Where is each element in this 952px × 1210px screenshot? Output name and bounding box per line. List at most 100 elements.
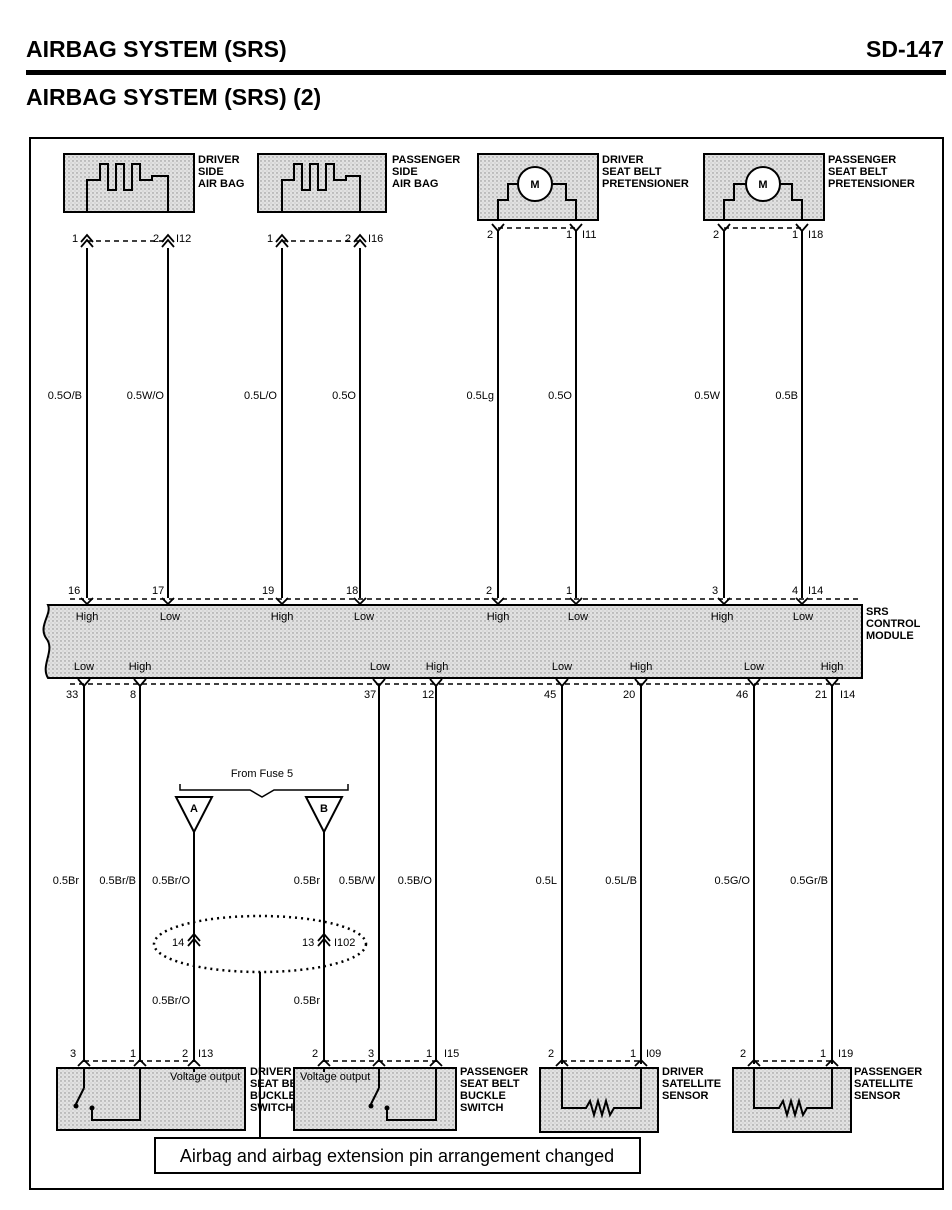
pin-number: 17 bbox=[152, 585, 164, 597]
bottom-wire-labels: 0.5Br 0.5Br/B 0.5B/W 0.5B/O 0.5L 0.5L/B … bbox=[53, 875, 828, 887]
pin-number: 37 bbox=[364, 689, 376, 701]
module-label: MODULE bbox=[866, 630, 914, 642]
passenger-side-air-bag: PASSENGER SIDE AIR BAG bbox=[257, 153, 460, 213]
pin-number: 1 bbox=[566, 229, 572, 241]
pin-number: 1 bbox=[426, 1048, 432, 1060]
connector-id: I14 bbox=[840, 689, 855, 701]
pin-number: 12 bbox=[422, 689, 434, 701]
component-label: SATELLITE bbox=[662, 1078, 721, 1090]
pin-number: 20 bbox=[623, 689, 635, 701]
wire-label: 0.5W bbox=[694, 390, 720, 402]
wire-label: 0.5L bbox=[536, 875, 557, 887]
passenger-satellite-sensor: PASSENGER SATELLITE SENSOR bbox=[732, 1066, 922, 1133]
level-label: Low bbox=[354, 611, 374, 623]
pin-number: 1 bbox=[792, 229, 798, 241]
diagram-frame bbox=[29, 137, 944, 1190]
page-number: SD-147 bbox=[866, 36, 944, 62]
callout-box: Airbag and airbag extension pin arrangem… bbox=[154, 1137, 641, 1174]
component-label: AIR BAG bbox=[198, 178, 244, 190]
component-label: SEAT BELT bbox=[602, 166, 662, 178]
page-title: AIRBAG SYSTEM (SRS) bbox=[26, 36, 287, 62]
wire-label: 0.5B bbox=[775, 390, 798, 402]
bottom-connectors: 3 1 2 I13 2 3 1 I15 2 1 I09 2 1 I19 bbox=[70, 1048, 853, 1067]
fuse-label: From Fuse 5 bbox=[231, 768, 293, 780]
level-label: Low bbox=[744, 661, 764, 673]
level-label: Low bbox=[74, 661, 94, 673]
component-label: BUCKLE bbox=[460, 1090, 506, 1102]
driver-seat-belt-buckle-switch: Voltage output DRIVER SEAT BELT BUCKLE S… bbox=[56, 1066, 310, 1131]
voltage-output-note: Voltage output bbox=[170, 1071, 240, 1083]
pin-number: 2 bbox=[548, 1048, 554, 1060]
connector-id: I14 bbox=[808, 585, 823, 597]
component-label: DRIVER bbox=[250, 1066, 292, 1078]
component-label: DRIVER bbox=[662, 1066, 704, 1078]
voltage-output-note: Voltage output bbox=[300, 1071, 370, 1083]
wire-label: 0.5O/B bbox=[48, 390, 82, 402]
pin-number: 21 bbox=[815, 689, 827, 701]
wire-label: 0.5Br bbox=[53, 875, 80, 887]
wire-label: 0.5O bbox=[548, 390, 572, 402]
component-label: SATELLITE bbox=[854, 1078, 913, 1090]
connector-id: I19 bbox=[838, 1048, 853, 1060]
bottom-wires bbox=[83, 686, 833, 1064]
pin-number: 1 bbox=[72, 233, 78, 245]
pin-number: 2 bbox=[486, 585, 492, 597]
pin-number: 1 bbox=[820, 1048, 826, 1060]
header-rule bbox=[26, 70, 946, 75]
module-top-pins: 16 17 19 18 2 1 3 4 I14 bbox=[68, 585, 862, 606]
pin-number: 2 bbox=[713, 229, 719, 241]
component-label: SEAT BELT bbox=[828, 166, 888, 178]
connector-id: I11 bbox=[582, 229, 596, 241]
wire-label: 0.5B/W bbox=[339, 875, 376, 887]
component-label: PRETENSIONER bbox=[602, 178, 689, 190]
level-label: Low bbox=[370, 661, 390, 673]
component-label: PASSENGER bbox=[392, 154, 460, 166]
fuse-feed: From Fuse 5 A B 0.5Br/O 0.5Br 0.5Br/O 0.… bbox=[152, 768, 368, 1146]
motor-symbol: M bbox=[758, 179, 767, 191]
wire-label: 0.5Lg bbox=[466, 390, 494, 402]
pin-number: 33 bbox=[66, 689, 78, 701]
pin-number: 16 bbox=[68, 585, 80, 597]
level-label: High bbox=[129, 661, 152, 673]
connector-id: I12 bbox=[176, 233, 191, 245]
wire-label: 0.5Gr/B bbox=[790, 875, 828, 887]
module-label: SRS bbox=[866, 606, 889, 618]
module-label: CONTROL bbox=[866, 618, 921, 630]
component-label: SWITCH bbox=[250, 1102, 293, 1114]
connector-id: I16 bbox=[368, 233, 383, 245]
component-label: SWITCH bbox=[460, 1102, 503, 1114]
wire-label: 0.5Br/B bbox=[99, 875, 136, 887]
pin-number: 19 bbox=[262, 585, 274, 597]
level-label: Low bbox=[552, 661, 572, 673]
wire-label: 0.5Br bbox=[294, 875, 321, 887]
driver-seat-belt-pretensioner: M DRIVER SEAT BELT PRETENSIONER bbox=[477, 153, 689, 221]
component-label: SIDE bbox=[198, 166, 224, 178]
component-label: PASSENGER bbox=[828, 154, 896, 166]
pin-number: 1 bbox=[130, 1048, 136, 1060]
pin-number: 13 bbox=[302, 937, 314, 949]
pin-number: 2 bbox=[740, 1048, 746, 1060]
component-label: PASSENGER bbox=[854, 1066, 922, 1078]
connector-id: I09 bbox=[646, 1048, 661, 1060]
callout-text: Airbag and airbag extension pin arrangem… bbox=[180, 1146, 614, 1166]
top-wire-labels: 0.5O/B 0.5W/O 0.5L/O 0.5O 0.5Lg 0.5O 0.5… bbox=[48, 390, 798, 402]
srs-control-module: SRS CONTROL MODULE High Low High Low Hig… bbox=[42, 604, 921, 679]
component-label: SEAT BELT bbox=[460, 1078, 520, 1090]
connector-id: I15 bbox=[444, 1048, 459, 1060]
level-label: Low bbox=[568, 611, 588, 623]
level-label: High bbox=[271, 611, 294, 623]
pin-number: 3 bbox=[70, 1048, 76, 1060]
level-label: High bbox=[711, 611, 734, 623]
fuse-a-symbol: A bbox=[190, 803, 198, 815]
level-label: Low bbox=[793, 611, 813, 623]
pin-number: 1 bbox=[630, 1048, 636, 1060]
pin-number: 14 bbox=[172, 937, 184, 949]
pin-number: 4 bbox=[792, 585, 798, 597]
connector-id: I18 bbox=[808, 229, 823, 241]
level-label: Low bbox=[160, 611, 180, 623]
pin-number: 46 bbox=[736, 689, 748, 701]
pin-number: 2 bbox=[345, 233, 351, 245]
motor-symbol: M bbox=[530, 179, 539, 191]
pin-number: 45 bbox=[544, 689, 556, 701]
